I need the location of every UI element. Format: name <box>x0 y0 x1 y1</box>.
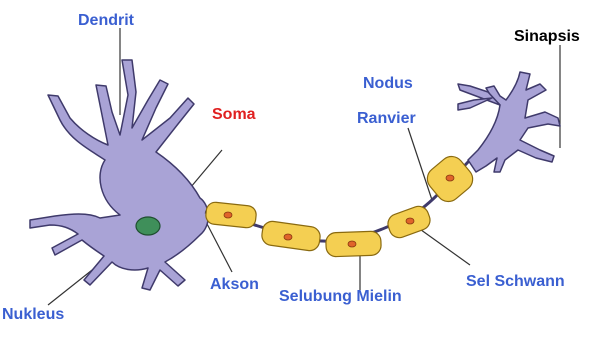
schwann-nucleus <box>224 212 232 218</box>
dendrite-tree <box>30 60 208 290</box>
label-sinapsis: Sinapsis <box>514 28 580 46</box>
label-nukleus: Nukleus <box>2 306 64 324</box>
label-dendrit: Dendrit <box>78 12 134 30</box>
axon-terminal <box>458 72 560 172</box>
schwann-nucleus <box>406 218 414 224</box>
schwann-nucleus <box>446 175 454 181</box>
leader-nodus <box>408 128 432 200</box>
label-ranvier: Ranvier <box>357 110 416 128</box>
label-nodus: Nodus <box>363 75 413 93</box>
label-soma: Soma <box>212 106 256 124</box>
leader-akson <box>205 220 232 272</box>
cell-body <box>30 60 208 290</box>
nucleus-shape <box>136 217 160 235</box>
label-selubung-mielin: Selubung Mielin <box>279 288 402 306</box>
schwann-nucleus <box>284 234 292 240</box>
label-sel-schwann: Sel Schwann <box>466 273 565 291</box>
schwann-nucleus <box>348 241 356 247</box>
label-akson: Akson <box>210 276 259 294</box>
